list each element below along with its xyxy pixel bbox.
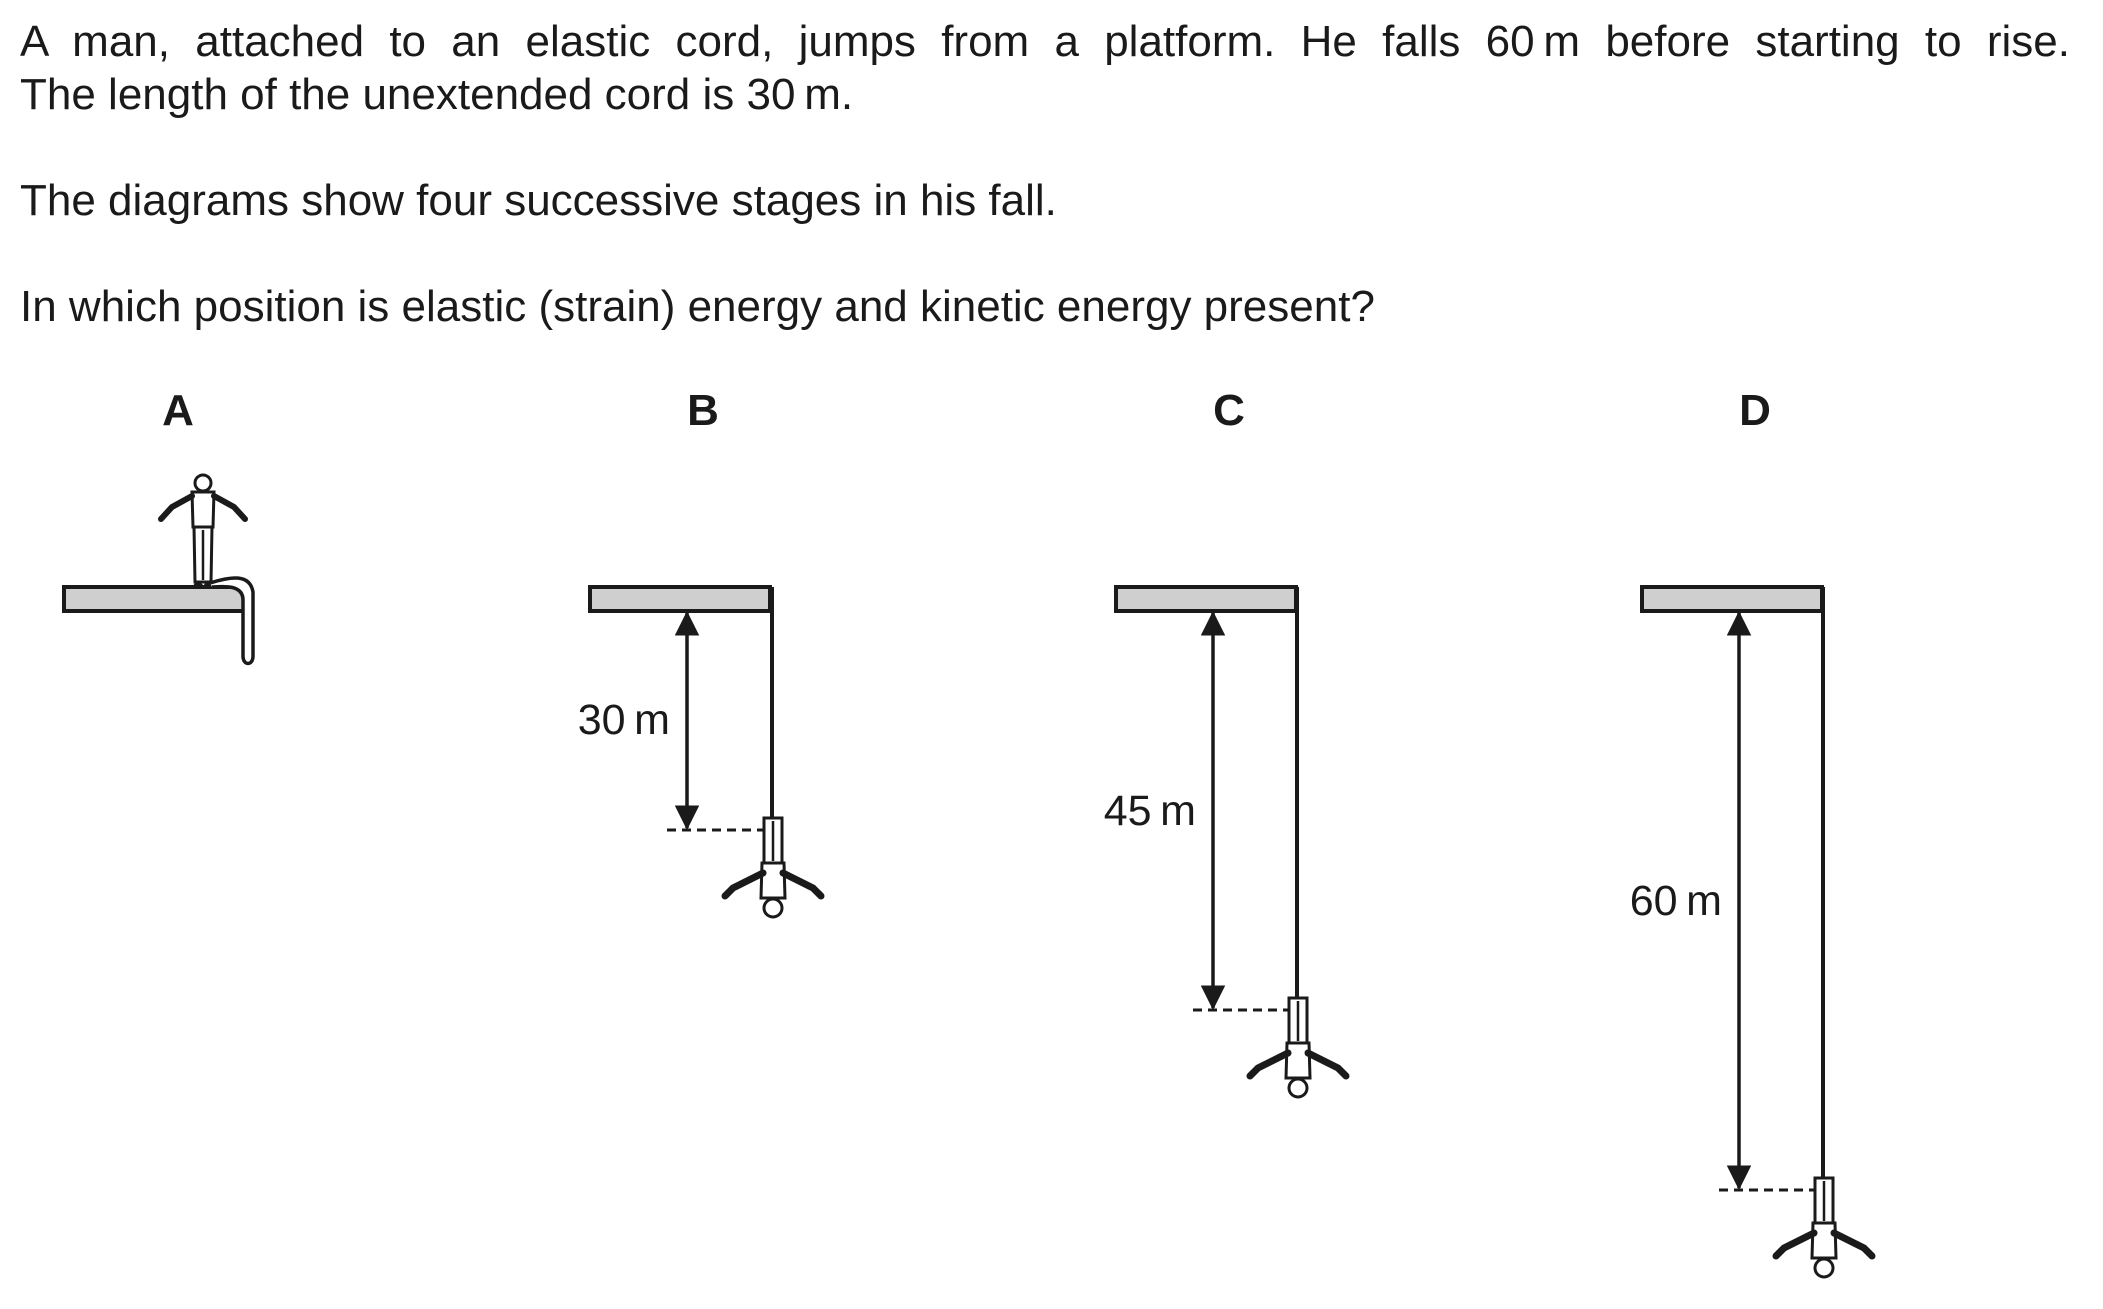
platform: [1640, 585, 1824, 613]
question-line-2: The length of the unextended cord is 30 …: [20, 70, 854, 119]
inverted-man-icon: [725, 818, 821, 917]
distance-label: 30 m: [578, 696, 670, 744]
platform: [62, 585, 246, 613]
distance-label: 60 m: [1630, 877, 1722, 925]
platform: [588, 585, 772, 613]
question-line-1: A man, attached to an elastic cord, jump…: [20, 17, 2070, 66]
question-prompt: In which position is elastic (strain) en…: [20, 282, 1375, 331]
question-paragraph-1: A man, attached to an elastic cord, jump…: [20, 15, 2070, 121]
option-label-c: C: [1213, 386, 1245, 435]
option-label-d: D: [1739, 386, 1771, 435]
option-c: C 45 m: [1104, 386, 1346, 1097]
standing-man-icon: [158, 473, 248, 587]
question-paragraph-2: The diagrams show four successive stages…: [20, 176, 1057, 225]
coiled-cord: [209, 576, 255, 666]
option-label-a: A: [162, 386, 194, 435]
option-label-b: B: [687, 386, 719, 435]
inverted-man-icon: [1250, 998, 1346, 1097]
distance-label: 45 m: [1104, 787, 1196, 835]
inverted-man-icon: [1776, 1178, 1872, 1277]
option-b: B 30 m: [578, 386, 821, 917]
option-d: D 60 m: [1630, 386, 1872, 1277]
platform: [1114, 585, 1298, 613]
option-a: A: [62, 386, 255, 666]
